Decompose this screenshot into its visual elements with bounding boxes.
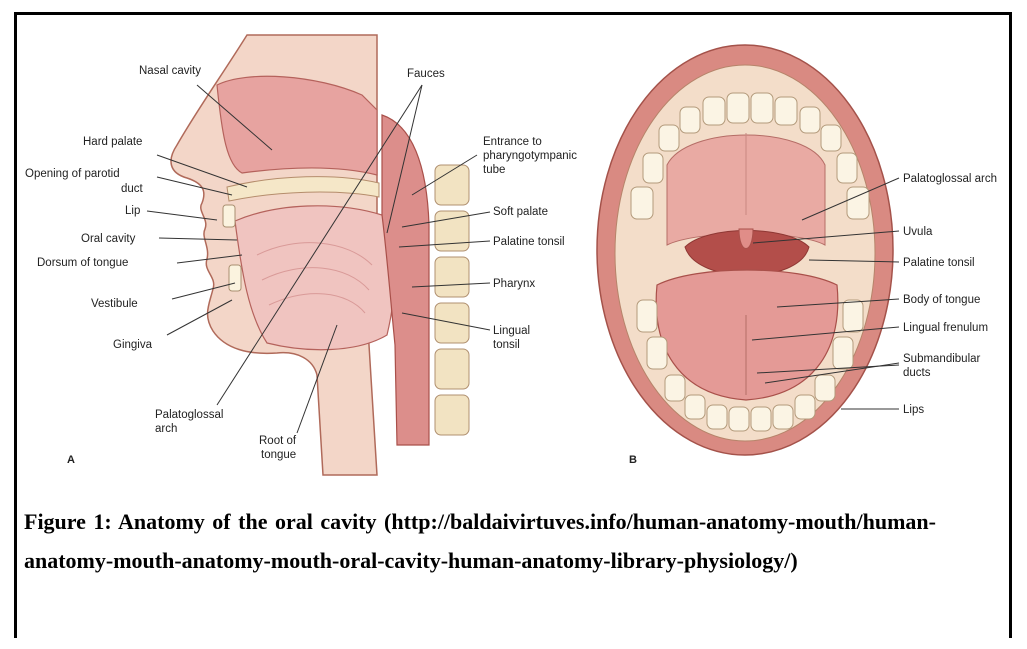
label-palatine-tonsil-a: Palatine tonsil [493,236,565,248]
label-nasal-cavity: Nasal cavity [139,65,201,77]
label-lingual-tonsil-line2: tonsil [493,339,520,351]
label-gingiva: Gingiva [113,339,153,351]
label-lingual-tonsil: Lingual [493,325,530,337]
label-lips: Lips [903,404,924,416]
label-hard-palate: Hard palate [83,136,142,148]
label-palatoglossal-arch-a: Palatoglossal [155,409,223,421]
label-root-of-tongue-line2: tongue [261,449,296,461]
panel-b-illustration [597,45,893,455]
label-pharyngotympanic: pharyngotympanic [483,150,577,162]
label-tube: tube [483,164,505,176]
label-palatoglossal-arch-a-line2: arch [155,423,177,435]
label-root-of-tongue: Root of [259,435,297,447]
label-soft-palate: Soft palate [493,206,548,218]
label-oral-cavity: Oral cavity [81,233,136,245]
label-pharynx: Pharynx [493,278,535,290]
label-lip: Lip [125,205,140,217]
label-submandibular-ducts-line2: ducts [903,367,931,379]
label-opening-of-parotid-duct: duct [121,183,144,195]
label-palatoglossal-arch-b: Palatoglossal arch [903,173,997,185]
figure-caption: Figure 1: Anatomy of the oral cavity (ht… [24,502,1014,580]
anatomy-illustration: Nasal cavity Hard palate Opening of paro… [17,15,1009,485]
label-body-of-tongue: Body of tongue [903,294,980,306]
label-dorsum-of-tongue: Dorsum of tongue [37,257,128,269]
label-lingual-frenulum: Lingual frenulum [903,322,988,334]
label-opening-of-parotid: Opening of parotid [25,168,120,180]
label-vestibule: Vestibule [91,298,138,310]
label-entrance-to: Entrance to [483,136,542,148]
label-uvula: Uvula [903,226,933,238]
label-fauces: Fauces [407,68,445,80]
label-palatine-tonsil-b: Palatine tonsil [903,257,975,269]
panel-letter-a: A [67,454,75,466]
label-submandibular-ducts: Submandibular [903,353,981,365]
panel-letter-b: B [629,454,637,466]
